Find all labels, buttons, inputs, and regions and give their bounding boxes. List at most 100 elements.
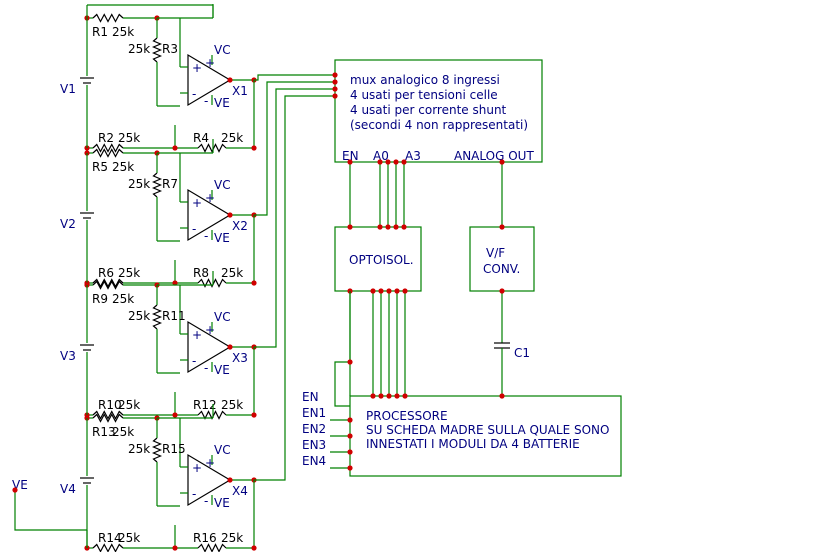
processor-box [349, 395, 622, 477]
wire [14, 490, 87, 531]
ve-label: VE [214, 496, 230, 510]
resistor-r11 [151, 304, 163, 330]
junction-dot [370, 288, 376, 294]
processor-pin-en1: EN1 [302, 406, 326, 420]
junction-dot [332, 79, 338, 85]
supply-minus: - [204, 494, 208, 508]
junction-dot [401, 159, 407, 165]
supply-plus: + [205, 323, 215, 337]
resistor-label-r4: R4 [193, 131, 209, 145]
supply-minus: - [204, 94, 208, 108]
resistor-label-r2: R2 [98, 131, 114, 145]
junction-dot [393, 224, 399, 230]
mux-pin-a3: A3 [405, 149, 421, 163]
processor-pin-en3: EN3 [302, 438, 326, 452]
junction-dot [402, 393, 408, 399]
junction-dot [385, 224, 391, 230]
mux-line-2: 4 usati per tensioni celle [350, 88, 498, 102]
vf-line-2: CONV. [483, 262, 520, 276]
junction-dot [227, 477, 233, 483]
junction-dot [347, 465, 353, 471]
resistor-r15 [151, 437, 163, 463]
junction-dot [251, 412, 257, 418]
processor-pin-en: EN [302, 390, 319, 404]
junction-dot [251, 145, 257, 151]
vc-label: VC [214, 443, 231, 457]
resistor-value-r1: 25k [112, 25, 134, 39]
resistor-r16 [197, 543, 227, 552]
junction-dot [172, 412, 178, 418]
supply-plus: + [205, 456, 215, 470]
resistor-value-r10: 25k [118, 398, 140, 412]
mux-pin-a0: A0 [373, 149, 389, 163]
junction-dot [378, 288, 384, 294]
mux-line-4: (secondi 4 non rappresentati) [350, 118, 528, 132]
resistor-label-r15: R15 [162, 442, 186, 456]
mux-pin-analog-out: ANALOG OUT [454, 149, 534, 163]
resistor-r13 [92, 413, 124, 423]
resistor-value-r16: 25k [221, 531, 243, 545]
mux-line-1: mux analogico 8 ingressi [350, 73, 500, 87]
resistor-label-r16: R16 [193, 531, 217, 545]
resistor-value-r4: 25k [221, 131, 243, 145]
resistor-r4 [197, 143, 227, 153]
processor-line-3: INNESTATI I MODULI DA 4 BATTERIE [366, 437, 580, 451]
resistor-value-r7: 25k [128, 177, 150, 191]
junction-dot [347, 417, 353, 423]
junction-dot [401, 224, 407, 230]
opamp-x4 [187, 453, 232, 507]
processor-line-2: SU SCHEDA MADRE SULLA QUALE SONO [366, 423, 609, 437]
supply-plus: + [205, 56, 215, 70]
junction-dot [251, 280, 257, 286]
battery-v4: V4 [60, 482, 76, 496]
junction-dot [332, 72, 338, 78]
junction-dot [499, 288, 505, 294]
resistor-value-r13: 25k [112, 425, 134, 439]
resistor-value-r2: 25k [118, 131, 140, 145]
resistor-label-r13: R13 [92, 425, 116, 439]
resistor-label-r10: R10 [98, 398, 122, 412]
junction-dot [386, 393, 392, 399]
junction-dot [347, 449, 353, 455]
junction-dot [378, 393, 384, 399]
junction-dot [394, 288, 400, 294]
resistor-r1 [92, 13, 124, 23]
resistor-value-r6: 25k [118, 266, 140, 280]
wire [254, 81, 335, 216]
wire [254, 74, 335, 81]
wire [254, 88, 335, 348]
opamp-x1 [187, 53, 232, 107]
ve-label: VE [214, 96, 230, 110]
opamp-minus-sign: - [192, 87, 196, 101]
resistor-label-r8: R8 [193, 266, 209, 280]
vc-label: VC [214, 178, 231, 192]
resistor-value-r3: 25k [128, 42, 150, 56]
junction-dot [172, 280, 178, 286]
resistor-r3 [151, 37, 163, 63]
junction-dot [499, 224, 505, 230]
resistor-label-r11: R11 [162, 309, 186, 323]
opamp-plus-sign: + [192, 61, 202, 75]
processor-pin-en4: EN4 [302, 454, 326, 468]
vf-line-1: V/F [486, 246, 505, 260]
resistor-value-r9: 25k [112, 292, 134, 306]
resistor-r10 [92, 410, 124, 420]
opamp-minus-sign: - [192, 222, 196, 236]
resistor-value-r12: 25k [221, 398, 243, 412]
mux-pin-en: EN [342, 149, 359, 163]
battery-v1: V1 [60, 82, 76, 96]
resistor-value-r8: 25k [221, 266, 243, 280]
opamp-minus-sign: - [192, 354, 196, 368]
resistor-label-r3: R3 [162, 42, 178, 56]
processor-pin-en2: EN2 [302, 422, 326, 436]
junction-dot [347, 224, 353, 230]
supply-minus: - [204, 361, 208, 375]
processor-line-1: PROCESSORE [366, 409, 448, 423]
opamp-x2 [187, 188, 232, 242]
junction-dot [347, 359, 353, 365]
resistor-value-r14: 25k [118, 531, 140, 545]
capacitor-label: C1 [514, 346, 530, 360]
opamp-label: X2 [232, 219, 248, 233]
junction-dot [394, 393, 400, 399]
junction-dot [12, 487, 18, 493]
